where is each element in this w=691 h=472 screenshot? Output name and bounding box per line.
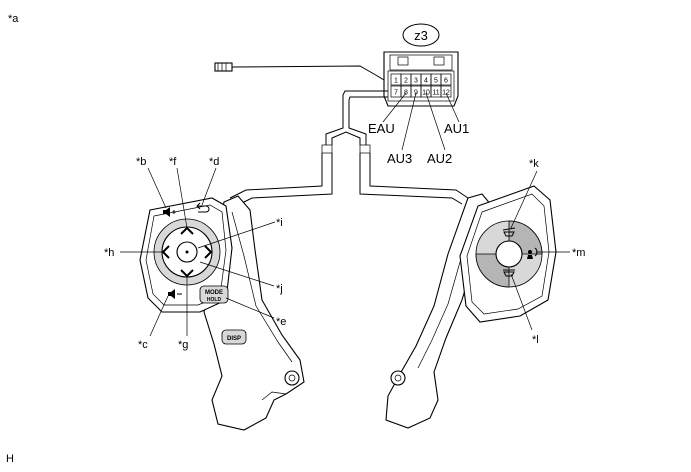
- mode-button-label: MODE: [205, 290, 223, 296]
- mode-button: [199, 285, 229, 304]
- leader-line: [199, 261, 275, 287]
- callout-j: *j: [276, 283, 283, 295]
- tel-pad-center: [495, 240, 523, 268]
- leader-line: [176, 167, 188, 229]
- callout-c: *c: [138, 339, 148, 351]
- terminal-callouts: EAU AU3 AU2 AU1: [368, 92, 469, 166]
- leader-line: [401, 92, 417, 151]
- harness-main-outer: [325, 90, 388, 145]
- right-switch-assembly: [385, 185, 557, 429]
- pin-number: 1: [394, 78, 398, 85]
- volume-down-icon: [168, 289, 182, 299]
- pin-number: 3: [414, 78, 418, 85]
- left-switch-assembly: MODE HOLD DISP: [139, 195, 305, 431]
- faceplate-inner: [466, 193, 550, 315]
- harness-clamp-right: [359, 144, 371, 154]
- leader-line: [225, 297, 275, 319]
- pin-number: 4: [424, 78, 428, 85]
- connector-latch: [389, 54, 453, 71]
- terminal-label-au2: AU2: [427, 151, 452, 166]
- callout-m: *m: [572, 247, 585, 259]
- seek-right-arrow-icon: [204, 245, 213, 259]
- pin-number: 2: [404, 78, 408, 85]
- leader-line: [382, 92, 407, 123]
- harness-left-inner: [239, 153, 333, 205]
- grip-edge: [261, 391, 287, 401]
- terminal-label-au3: AU3: [387, 151, 412, 166]
- center-dot: [185, 250, 189, 254]
- mount-hole-inner: [288, 374, 296, 382]
- ground-terminal: [214, 62, 233, 72]
- harness-left-outer: [229, 153, 323, 199]
- pin-number: 6: [444, 78, 448, 85]
- leader-line: [197, 221, 276, 249]
- callout-e: *e: [276, 316, 286, 328]
- harness-main-inner: [348, 96, 388, 145]
- pin-cell: [440, 85, 452, 98]
- left-callouts: *b *f *d *h *i *j *c *g *e: [104, 156, 286, 351]
- footer-label: H: [6, 453, 14, 465]
- callout-f: *f: [169, 156, 177, 168]
- disp-button: [221, 329, 247, 345]
- mount-hole-inner: [394, 374, 402, 382]
- leader-line: [201, 167, 217, 206]
- wire-harness: [214, 62, 469, 205]
- connector-latch-tab-right: [433, 56, 445, 66]
- pin-number: 8: [404, 90, 408, 97]
- callout-d: *d: [209, 156, 219, 168]
- left-mount-hole: [284, 370, 300, 386]
- right-callouts: *k *m *l: [510, 158, 585, 346]
- connector-latch-tab-left: [397, 56, 409, 66]
- harness-split: [331, 131, 361, 145]
- volume-up-icon: [163, 207, 176, 217]
- leader-line: [510, 273, 533, 331]
- harness-clamp-left: [321, 144, 333, 154]
- harness-right-inner: [359, 153, 463, 205]
- callout-l: *l: [532, 334, 539, 346]
- pin-number: 5: [434, 78, 438, 85]
- callout-h: *h: [104, 247, 114, 259]
- leader-line: [510, 170, 538, 229]
- terminal-label-au1: AU1: [444, 121, 469, 136]
- corner-label-a: *a: [8, 13, 19, 25]
- connector-id-ellipse: [402, 23, 440, 47]
- back-arrow-icon: [196, 202, 210, 213]
- callout-i: *i: [276, 217, 283, 229]
- grip-edge: [231, 211, 293, 363]
- right-mount-hole: [390, 370, 406, 386]
- leader-line: [445, 92, 460, 123]
- pin-number: 9: [414, 90, 418, 97]
- mode-button-sublabel: HOLD: [207, 297, 222, 303]
- leader-line: [425, 92, 446, 151]
- leader-line: [149, 295, 169, 337]
- callout-b: *b: [136, 156, 146, 168]
- pin-number: 11: [432, 90, 439, 97]
- terminal-label-eau: EAU: [368, 121, 395, 136]
- disp-button-label: DISP: [227, 336, 241, 342]
- leader-line: [147, 167, 167, 209]
- harness-right-outer: [369, 153, 469, 199]
- phone-off-hook-icon: [502, 227, 516, 237]
- connector-id-label: z3: [414, 28, 428, 43]
- pin-cell: [440, 73, 452, 86]
- ground-lead: [231, 65, 385, 81]
- callout-g: *g: [178, 339, 188, 351]
- callout-k: *k: [529, 158, 539, 170]
- connector-face: [387, 70, 455, 102]
- pin-number: 7: [394, 90, 398, 97]
